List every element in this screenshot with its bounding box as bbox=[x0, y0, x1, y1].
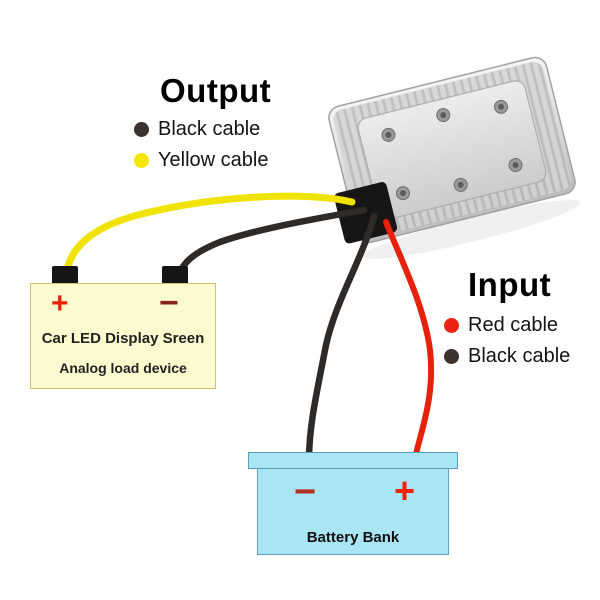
output-legend: Black cable Yellow cable bbox=[134, 118, 268, 172]
legend-label: Black cable bbox=[468, 345, 571, 367]
yellow-output-wire bbox=[62, 192, 356, 280]
yellow-cable-dot-icon bbox=[134, 153, 149, 168]
device-shadow bbox=[363, 200, 581, 260]
black-cable-dot-icon bbox=[134, 122, 149, 137]
output-title: Output bbox=[160, 72, 272, 109]
battery-lip bbox=[248, 452, 458, 469]
load-device-line2: Analog load device bbox=[59, 360, 187, 376]
battery-plus-sign: + bbox=[394, 470, 416, 511]
load-device-line1: Car LED Display Sreen bbox=[41, 330, 205, 347]
black-cable-dot-icon bbox=[444, 349, 459, 364]
load-negative-terminal bbox=[162, 266, 188, 286]
mounting-plate bbox=[357, 80, 547, 220]
legend-row-red-input: Red cable bbox=[444, 314, 570, 337]
black-output-wire bbox=[174, 206, 368, 282]
load-plus-sign: + bbox=[51, 287, 69, 320]
load-minus-sign: − bbox=[159, 284, 179, 322]
battery-label: Battery Bank bbox=[306, 529, 400, 546]
load-positive-terminal bbox=[52, 266, 78, 286]
bolt-heads bbox=[381, 99, 523, 201]
legend-row-yellow-output: Yellow cable bbox=[134, 149, 268, 172]
black-input-wire bbox=[305, 212, 378, 464]
load-device-box: + − Car LED Display Sreen Analog load de… bbox=[30, 283, 216, 389]
input-title: Input bbox=[468, 266, 552, 303]
battery-minus-sign: − bbox=[294, 471, 317, 513]
voltage-converter-device bbox=[328, 56, 581, 260]
legend-row-black-output: Black cable bbox=[134, 118, 268, 141]
legend-label: Red cable bbox=[468, 314, 559, 336]
red-input-wire bbox=[383, 219, 435, 457]
input-legend: Red cable Black cable bbox=[444, 314, 570, 368]
red-cable-dot-icon bbox=[444, 318, 459, 333]
legend-row-black-input: Black cable bbox=[444, 345, 570, 368]
battery-bank-box: − + Battery Bank bbox=[257, 469, 449, 555]
legend-label: Yellow cable bbox=[158, 149, 269, 171]
legend-label: Black cable bbox=[158, 118, 261, 140]
